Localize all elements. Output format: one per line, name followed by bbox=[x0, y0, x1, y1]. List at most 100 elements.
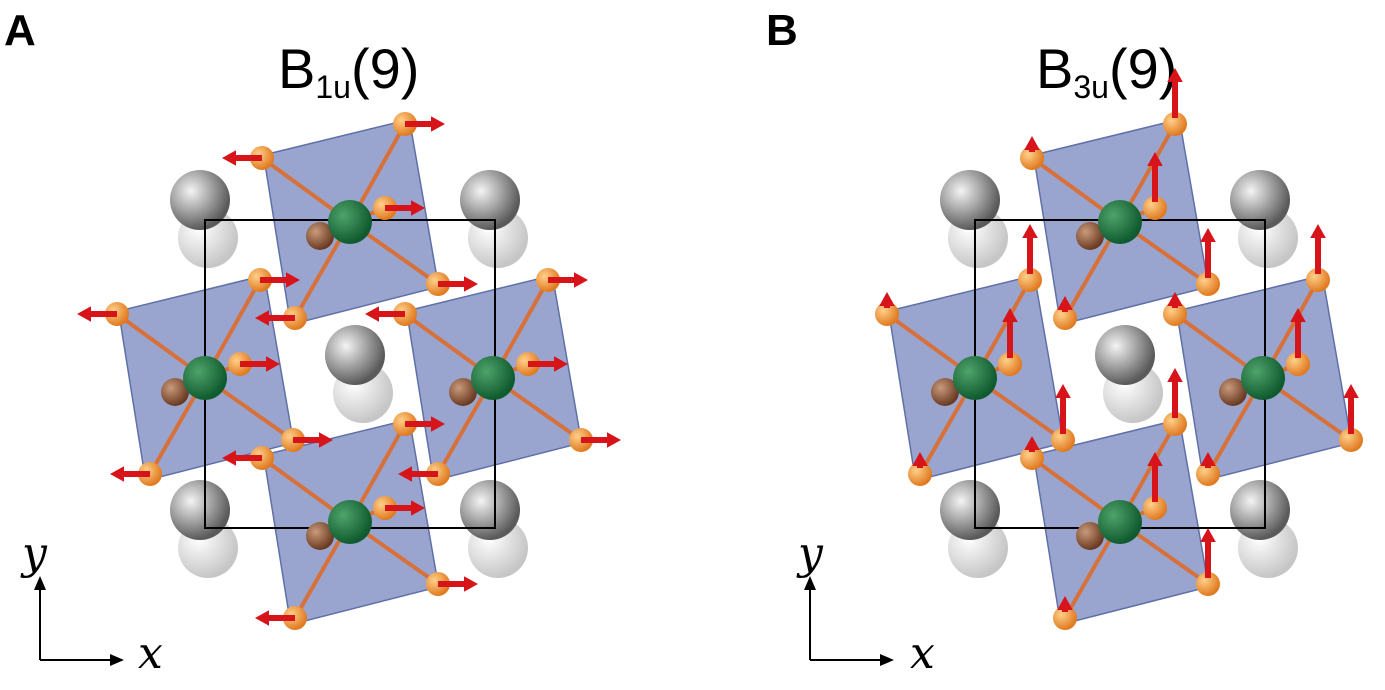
displacement-arrow-head bbox=[255, 610, 269, 626]
oxygen-atom bbox=[1163, 112, 1187, 136]
displacement-arrow-head bbox=[222, 150, 236, 166]
b-site-atom bbox=[1098, 500, 1142, 544]
displacement-arrow-head bbox=[1200, 452, 1216, 466]
displacement-arrow-head bbox=[286, 272, 300, 288]
b-site-atom bbox=[1098, 200, 1142, 244]
oxygen-atom bbox=[1051, 428, 1075, 452]
displacement-arrow-head bbox=[464, 276, 478, 292]
oxygen-atom-below bbox=[1076, 522, 1104, 550]
mode-title: B3u(9) bbox=[1036, 36, 1178, 105]
oxygen-atom-below bbox=[161, 378, 189, 406]
oxygen-atom bbox=[1143, 196, 1167, 220]
displacement-arrow-head bbox=[1167, 368, 1183, 382]
b-site-atom bbox=[328, 200, 372, 244]
oxygen-atom bbox=[908, 462, 932, 486]
displacement-arrow-head bbox=[464, 576, 478, 592]
oxygen-atom bbox=[1306, 268, 1330, 292]
oxygen-atom bbox=[1020, 446, 1044, 470]
mode-index: (9) bbox=[1108, 37, 1178, 100]
displacement-arrow-head bbox=[1343, 384, 1359, 398]
displacement-arrow-head bbox=[1147, 452, 1163, 466]
axis-y-arrowhead bbox=[804, 576, 816, 590]
displacement-arrow-head bbox=[1055, 384, 1071, 398]
crystal-structure-view bbox=[34, 112, 621, 666]
oxygen-atom bbox=[1053, 306, 1077, 330]
displacement-arrow-head bbox=[1147, 152, 1163, 166]
a-site-atom bbox=[170, 170, 230, 230]
oxygen-atom-below bbox=[306, 522, 334, 550]
mode-subscript: 3u bbox=[1073, 69, 1109, 105]
displacement-arrow-head bbox=[1310, 224, 1326, 238]
oxygen-atom bbox=[1163, 302, 1187, 326]
axis-x-arrowhead bbox=[110, 654, 124, 666]
oxygen-atom bbox=[875, 302, 899, 326]
displacement-arrow-head bbox=[77, 306, 91, 322]
oxygen-atom bbox=[1286, 352, 1310, 376]
b-site-atom bbox=[953, 356, 997, 400]
b-site-atom bbox=[183, 356, 227, 400]
oxygen-atom bbox=[1020, 146, 1044, 170]
displacement-arrow-head bbox=[1057, 596, 1073, 610]
displacement-arrow-head bbox=[879, 292, 895, 306]
panel-letter: B bbox=[766, 6, 798, 55]
crystal-structure-view bbox=[804, 68, 1363, 666]
mode-index: (9) bbox=[350, 37, 420, 100]
axis-x-arrowhead bbox=[880, 654, 894, 666]
oxygen-atom bbox=[998, 352, 1022, 376]
oxygen-atom bbox=[1053, 606, 1077, 630]
displacement-arrow-head bbox=[1200, 228, 1216, 242]
axis-label-x: x bbox=[138, 628, 163, 679]
displacement-arrow-head bbox=[1290, 308, 1306, 322]
displacement-arrow-head bbox=[411, 200, 425, 216]
displacement-arrow-head bbox=[912, 452, 928, 466]
b-site-atom bbox=[471, 356, 515, 400]
displacement-arrow-head bbox=[222, 450, 236, 466]
b-site-atom bbox=[1241, 356, 1285, 400]
displacement-arrow-head bbox=[1167, 292, 1183, 306]
panel-letter: A bbox=[4, 6, 36, 55]
displacement-arrow-head bbox=[554, 356, 568, 372]
panel-a: A B1u(9) y x bbox=[0, 0, 692, 690]
displacement-arrow-head bbox=[1022, 224, 1038, 238]
oxygen-atom-below bbox=[449, 378, 477, 406]
displacement-arrow-head bbox=[1002, 308, 1018, 322]
displacement-arrow-head bbox=[1167, 68, 1183, 82]
displacement-arrow-head bbox=[319, 432, 333, 448]
oxygen-atom bbox=[1163, 412, 1187, 436]
axis-label-y: y bbox=[798, 528, 823, 579]
oxygen-atom bbox=[1196, 572, 1220, 596]
b-site-atom bbox=[328, 500, 372, 544]
axis-label-x: x bbox=[910, 628, 935, 679]
displacement-arrow-head bbox=[1024, 436, 1040, 450]
oxygen-atom bbox=[1143, 496, 1167, 520]
axis-label-y: y bbox=[22, 528, 47, 579]
a-site-atom bbox=[1230, 170, 1290, 230]
a-site-atom bbox=[1230, 480, 1290, 540]
oxygen-atom-below bbox=[1076, 222, 1104, 250]
oxygen-atom-below bbox=[931, 378, 959, 406]
a-site-atom bbox=[940, 480, 1000, 540]
mode-title: B1u(9) bbox=[278, 36, 420, 105]
mode-symbol: B bbox=[278, 37, 316, 100]
displacement-arrow-head bbox=[266, 356, 280, 372]
displacement-arrow-head bbox=[365, 306, 379, 322]
mode-symbol: B bbox=[1036, 37, 1074, 100]
a-site-atom bbox=[940, 170, 1000, 230]
displacement-arrow-head bbox=[398, 466, 412, 482]
a-site-atom bbox=[1095, 325, 1155, 385]
oxygen-atom bbox=[1196, 272, 1220, 296]
displacement-arrow-head bbox=[1057, 296, 1073, 310]
displacement-arrow-head bbox=[574, 272, 588, 288]
oxygen-atom-below bbox=[306, 222, 334, 250]
oxygen-atom bbox=[1196, 462, 1220, 486]
displacement-arrow-head bbox=[411, 500, 425, 516]
a-site-atom bbox=[460, 170, 520, 230]
a-site-atom bbox=[170, 480, 230, 540]
a-site-atom bbox=[460, 480, 520, 540]
displacement-arrow-head bbox=[607, 432, 621, 448]
displacement-arrow-head bbox=[1200, 528, 1216, 542]
panel-b: B B3u(9) y x bbox=[692, 0, 1384, 690]
a-site-atom bbox=[325, 325, 385, 385]
oxygen-atom-below bbox=[1219, 378, 1247, 406]
axis-y-arrowhead bbox=[34, 576, 46, 590]
